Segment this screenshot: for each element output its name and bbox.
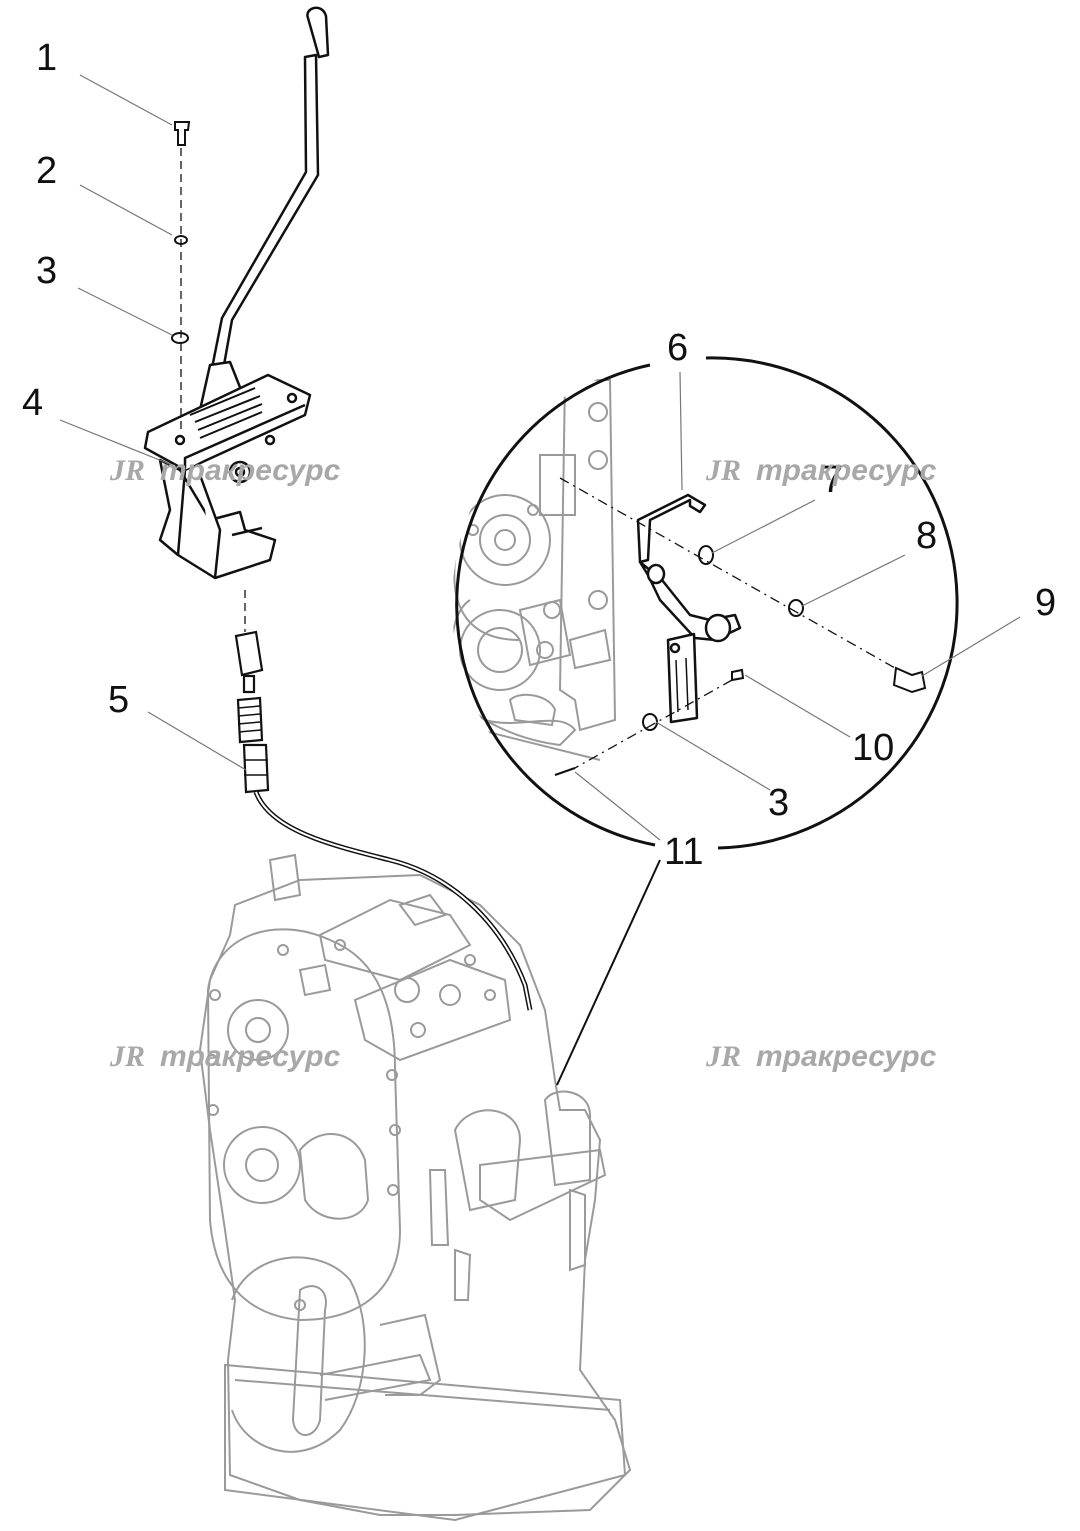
watermark-logo: JR <box>109 454 145 487</box>
watermark-text: тракресурс <box>160 454 341 487</box>
callout-7: 7 <box>822 459 843 501</box>
callout-1: 1 <box>36 37 57 79</box>
detail-background <box>452 379 617 761</box>
watermark-bottom-right: JR тракресурс <box>705 1040 937 1073</box>
callout-5: 5 <box>108 679 129 721</box>
callout-9: 9 <box>1035 582 1056 624</box>
watermark-text: тракресурс <box>160 1040 341 1073</box>
washer-7 <box>698 545 714 565</box>
callout-3b: 3 <box>768 782 789 824</box>
shift-lever-assembly <box>143 6 330 580</box>
watermark-text: тракресурс <box>756 1040 937 1073</box>
cable-assembly <box>234 590 533 1011</box>
watermark-bottom-left: JR тракресурс <box>109 1040 341 1073</box>
callout-11: 11 <box>664 831 703 873</box>
watermark-logo: JR <box>705 1040 741 1073</box>
watermark-top-right: JR тракресурс <box>705 454 937 487</box>
bolt-9 <box>892 666 927 694</box>
watermark-logo: JR <box>705 454 741 487</box>
washer-8 <box>788 599 804 617</box>
pin-11 <box>554 767 576 776</box>
detail-view <box>452 356 959 850</box>
callouts: 1 2 3 4 5 6 7 8 9 10 3 11 <box>22 37 1056 873</box>
detail-outline <box>455 363 656 847</box>
callout-3: 3 <box>36 250 57 292</box>
watermark-logo: JR <box>109 1040 145 1073</box>
callout-10: 10 <box>852 727 894 769</box>
leader-lines <box>59 74 1021 1086</box>
bolt-10 <box>731 668 745 682</box>
transmission-housing <box>198 853 632 1522</box>
washer-3-detail <box>642 713 658 731</box>
callout-6: 6 <box>667 327 688 369</box>
bolt-stack <box>171 121 191 430</box>
callout-2: 2 <box>36 150 57 192</box>
callout-8: 8 <box>916 515 937 557</box>
callout-4: 4 <box>22 382 43 424</box>
watermark-top-left: JR тракресурс <box>109 454 341 487</box>
shift-bracket <box>636 493 742 724</box>
watermark-text: тракресурс <box>756 454 937 487</box>
